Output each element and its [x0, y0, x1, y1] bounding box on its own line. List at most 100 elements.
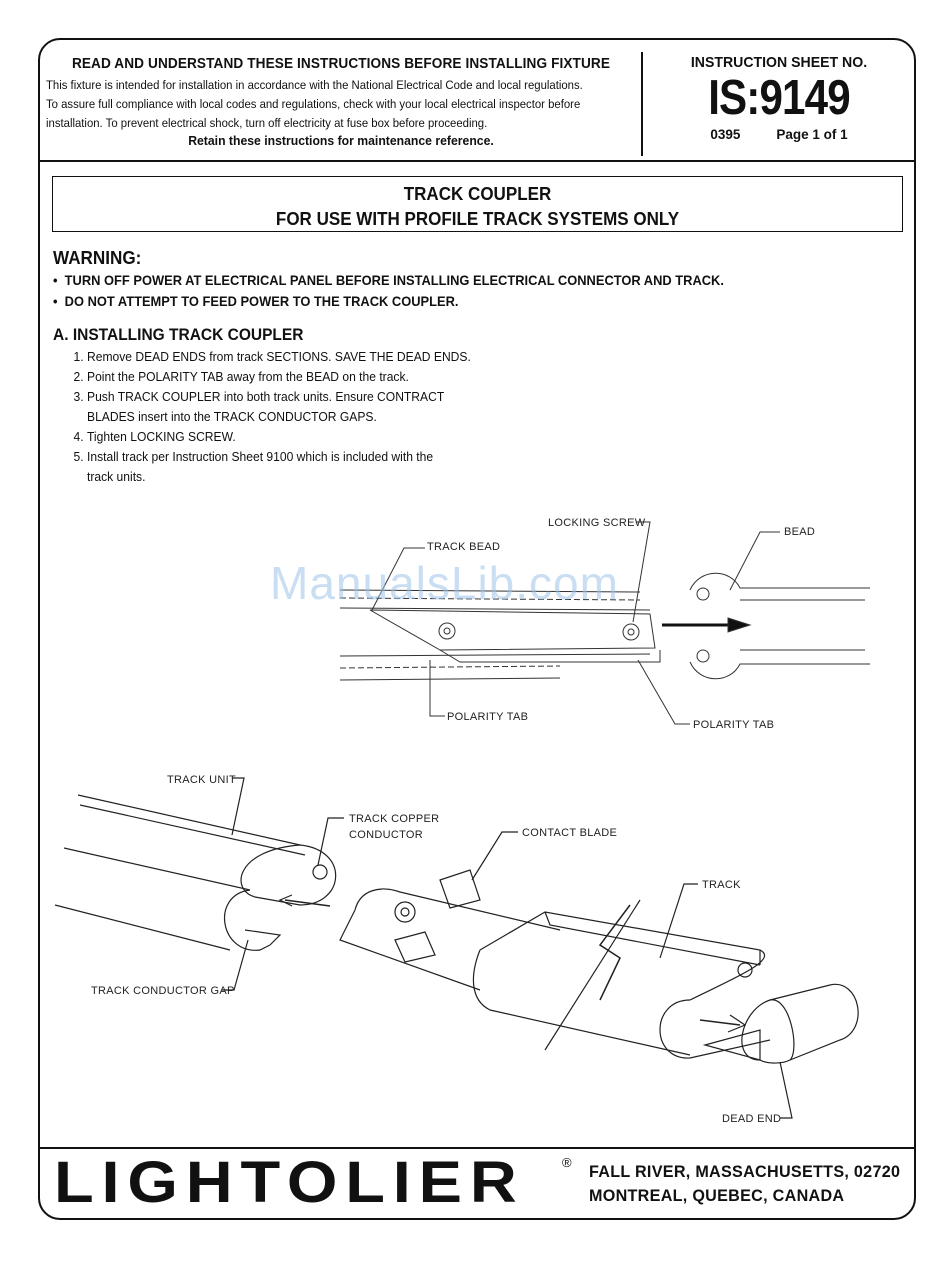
left-copper-conductor — [312, 864, 328, 880]
step-text: Push TRACK COUPLER into both track units… — [87, 389, 445, 404]
leader-track-unit — [231, 777, 245, 836]
instruction-sheet-block: INSTRUCTION SHEET NO. IS:9149 0395 Page … — [650, 54, 908, 142]
step-item: Remove DEAD ENDS from track SECTIONS. SA… — [87, 347, 613, 367]
leader-copper-conductor — [317, 817, 344, 866]
coupler-front-edge — [339, 909, 481, 991]
label-polarity-tab-left: POLARITY TAB — [447, 711, 528, 723]
header-line-3: installation. To prevent electrical shoc… — [46, 116, 488, 130]
bottom-exploded-diagram — [54, 777, 859, 1119]
title-line-2: FOR USE WITH PROFILE TRACK SYSTEMS ONLY — [275, 208, 680, 229]
insert-arrow-left — [284, 899, 331, 907]
label-copper-conductor-2: CONDUCTOR — [349, 829, 423, 841]
step-item: Tighten LOCKING SCREW. — [87, 427, 613, 447]
header-line-1: This fixture is intended for installatio… — [46, 78, 583, 92]
insert-arrow-right — [699, 1019, 741, 1026]
step-text: Tighten LOCKING SCREW. — [87, 429, 236, 444]
warning-heading: WARNING: — [53, 248, 142, 268]
contact-blade-top — [439, 869, 481, 909]
label-conductor-gap: TRACK CONDUCTOR GAP — [91, 985, 235, 997]
step-text-continued: BLADES insert into the TRACK CONDUCTOR G… — [87, 409, 377, 424]
label-polarity-tab-right: POLARITY TAB — [693, 719, 774, 731]
insert-arrow-left-head — [278, 894, 293, 907]
step-item: Install track per Instruction Sheet 9100… — [87, 447, 613, 487]
left-track-lower-profile — [223, 889, 271, 951]
leader-polarity-tab-right — [637, 659, 690, 725]
warning-item-2: • DO NOT ATTEMPT TO FEED POWER TO THE TR… — [53, 293, 459, 309]
step-text-continued: track units. — [87, 469, 146, 484]
left-track-top-edge — [77, 794, 301, 846]
label-locking-screw: LOCKING SCREW — [548, 517, 646, 529]
address-line-1: FALL RIVER, MASSACHUSETTS, 02720 — [589, 1162, 901, 1181]
step-text: Point the POLARITY TAB away from the BEA… — [87, 369, 409, 384]
right-copper-conductor — [737, 962, 753, 978]
right-track-top-profile — [689, 572, 870, 591]
track-bottom-line-2 — [339, 677, 561, 681]
page-indicator: Page 1 of 1 — [776, 127, 848, 142]
address-line-2: MONTREAL, QUEBEC, CANADA — [589, 1186, 845, 1205]
company-address: FALL RIVER, MASSACHUSETTS, 02720 MONTREA… — [589, 1160, 917, 1208]
leader-polarity-tab-left — [429, 660, 445, 717]
sheet-label: INSTRUCTION SHEET NO. — [690, 54, 868, 71]
header-vertical-divider — [641, 52, 643, 156]
installation-section: A. INSTALLING TRACK COUPLER Remove DEAD … — [53, 326, 653, 487]
track-section-end-top — [689, 949, 766, 1001]
track-bottom-line-dashed — [339, 665, 561, 669]
label-contact-blade: CONTACT BLADE — [522, 827, 617, 839]
track-top-line — [339, 589, 641, 593]
label-track-bead: TRACK BEAD — [427, 541, 500, 553]
track-top-line-2 — [339, 607, 651, 611]
left-track-end-profile — [240, 844, 337, 906]
watermark: ManualsLib.com — [270, 557, 619, 609]
dead-end-cap-edge — [769, 999, 795, 1061]
step-text: Remove DEAD ENDS from track SECTIONS. SA… — [87, 349, 471, 364]
rivet-left — [438, 622, 456, 640]
track-curve-line — [544, 899, 641, 1051]
dead-end-arrow — [702, 1029, 761, 1061]
header-retain-note: Retain these instructions for maintenanc… — [188, 133, 494, 148]
title-box: TRACK COUPLER FOR USE WITH PROFILE TRACK… — [52, 176, 903, 232]
step-text: Install track per Instruction Sheet 9100… — [87, 449, 434, 464]
right-track-bottom-profile — [689, 661, 870, 680]
date-code: 0395 — [710, 127, 741, 142]
left-track-top-edge-2 — [79, 804, 306, 856]
left-conductor-gap — [244, 929, 282, 946]
locking-screw-inner — [627, 628, 635, 636]
dead-end-cap — [741, 983, 859, 1064]
leader-conductor-gap — [222, 939, 249, 991]
left-track-bottom-edge — [54, 904, 231, 951]
coupler-rivet-inner — [400, 907, 410, 917]
footer-divider — [38, 1147, 916, 1149]
step-item: Push TRACK COUPLER into both track units… — [87, 387, 613, 427]
break-line — [598, 904, 631, 1001]
page-border — [38, 38, 916, 1220]
leader-bead — [729, 531, 780, 591]
warning-item-2-text: DO NOT ATTEMPT TO FEED POWER TO THE TRAC… — [64, 293, 459, 309]
header-divider — [38, 160, 916, 162]
step-item: Point the POLARITY TAB away from the BEA… — [87, 367, 613, 387]
label-track-unit: TRACK UNIT — [167, 774, 236, 786]
top-coupler-diagram — [339, 521, 870, 725]
label-bead: BEAD — [784, 526, 815, 538]
bead-profile-top — [696, 587, 710, 601]
title-line-1: TRACK COUPLER — [403, 183, 552, 204]
sheet-meta: 0395 Page 1 of 1 — [650, 127, 908, 142]
track-top-line-dashed — [339, 597, 641, 601]
warning-item-1-text: TURN OFF POWER AT ELECTRICAL PANEL BEFOR… — [64, 272, 724, 288]
leader-locking-screw — [632, 521, 651, 623]
leader-track — [659, 883, 698, 959]
step-list: Remove DEAD ENDS from track SECTIONS. SA… — [53, 347, 653, 487]
leader-contact-blade — [471, 831, 518, 881]
direction-arrow-head — [727, 617, 752, 633]
coupler-body — [369, 609, 656, 651]
leader-dead-end — [779, 1061, 793, 1119]
locking-screw-circle — [622, 623, 640, 641]
bead-profile-bottom — [696, 649, 710, 663]
track-section-end-profile — [659, 999, 771, 1059]
lightolier-logo: LIGHTOLIER — [54, 1150, 525, 1215]
header-instructions: READ AND UNDERSTAND THESE INSTRUCTIONS B… — [46, 56, 636, 148]
coupler-top-edge — [354, 888, 561, 931]
track-section-top — [479, 911, 761, 965]
header-line-2: To assure full compliance with local cod… — [46, 97, 581, 111]
section-heading: A. INSTALLING TRACK COUPLER — [53, 326, 304, 344]
